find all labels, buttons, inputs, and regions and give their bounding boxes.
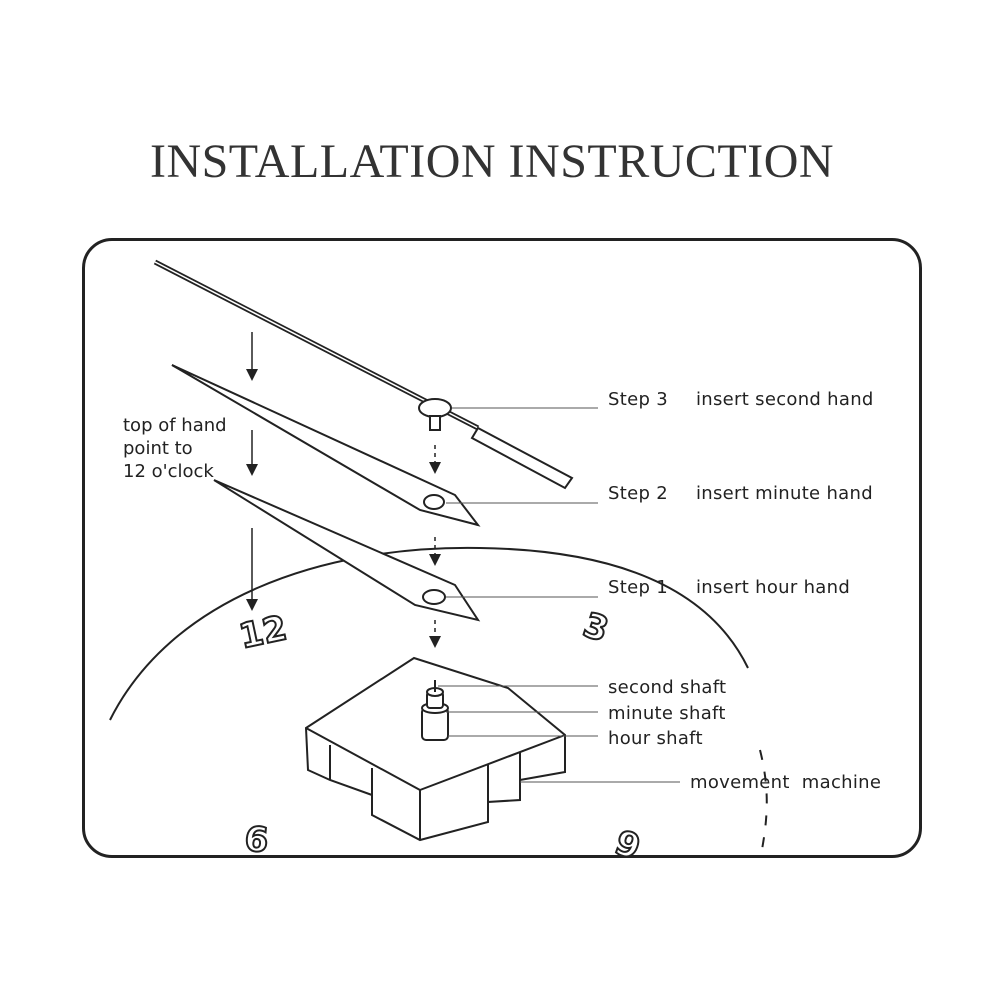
step-leader-lines: [446, 407, 598, 598]
movement-machine-label: movement machine: [690, 772, 882, 793]
step-2-label: Step 2: [608, 483, 668, 504]
clock-dial: [109, 546, 768, 856]
second-shaft-label: second shaft: [608, 677, 727, 698]
second-hand: [153, 259, 574, 490]
step-1-action: insert hour hand: [696, 577, 851, 598]
hour-hand: [213, 479, 481, 622]
alignment-note: top of hand point to 12 o'clock: [123, 414, 227, 483]
note-line-1: top of hand: [123, 415, 227, 436]
numeral-12: 12: [236, 608, 291, 657]
movement-machine: [304, 656, 566, 842]
numeral-9: 9: [243, 816, 270, 858]
step-2-action: insert minute hand: [696, 483, 873, 504]
note-line-3: 12 o'clock: [123, 461, 214, 482]
minute-shaft-label: minute shaft: [608, 703, 726, 724]
note-line-2: point to: [123, 438, 193, 459]
diagram-frame: [82, 238, 922, 858]
page-title: INSTALLATION INSTRUCTION: [149, 135, 835, 188]
step-3-label: Step 3: [608, 389, 668, 410]
shaft-leader-lines: [438, 685, 680, 783]
numeral-3: 3: [578, 605, 613, 650]
numeral-6: 6: [610, 820, 646, 866]
step-1-label: Step 1: [608, 577, 668, 598]
shaft-assembly: [421, 680, 449, 741]
hour-shaft-label: hour shaft: [608, 728, 703, 749]
minute-hand: [171, 364, 481, 527]
step-3-action: insert second hand: [696, 389, 874, 410]
